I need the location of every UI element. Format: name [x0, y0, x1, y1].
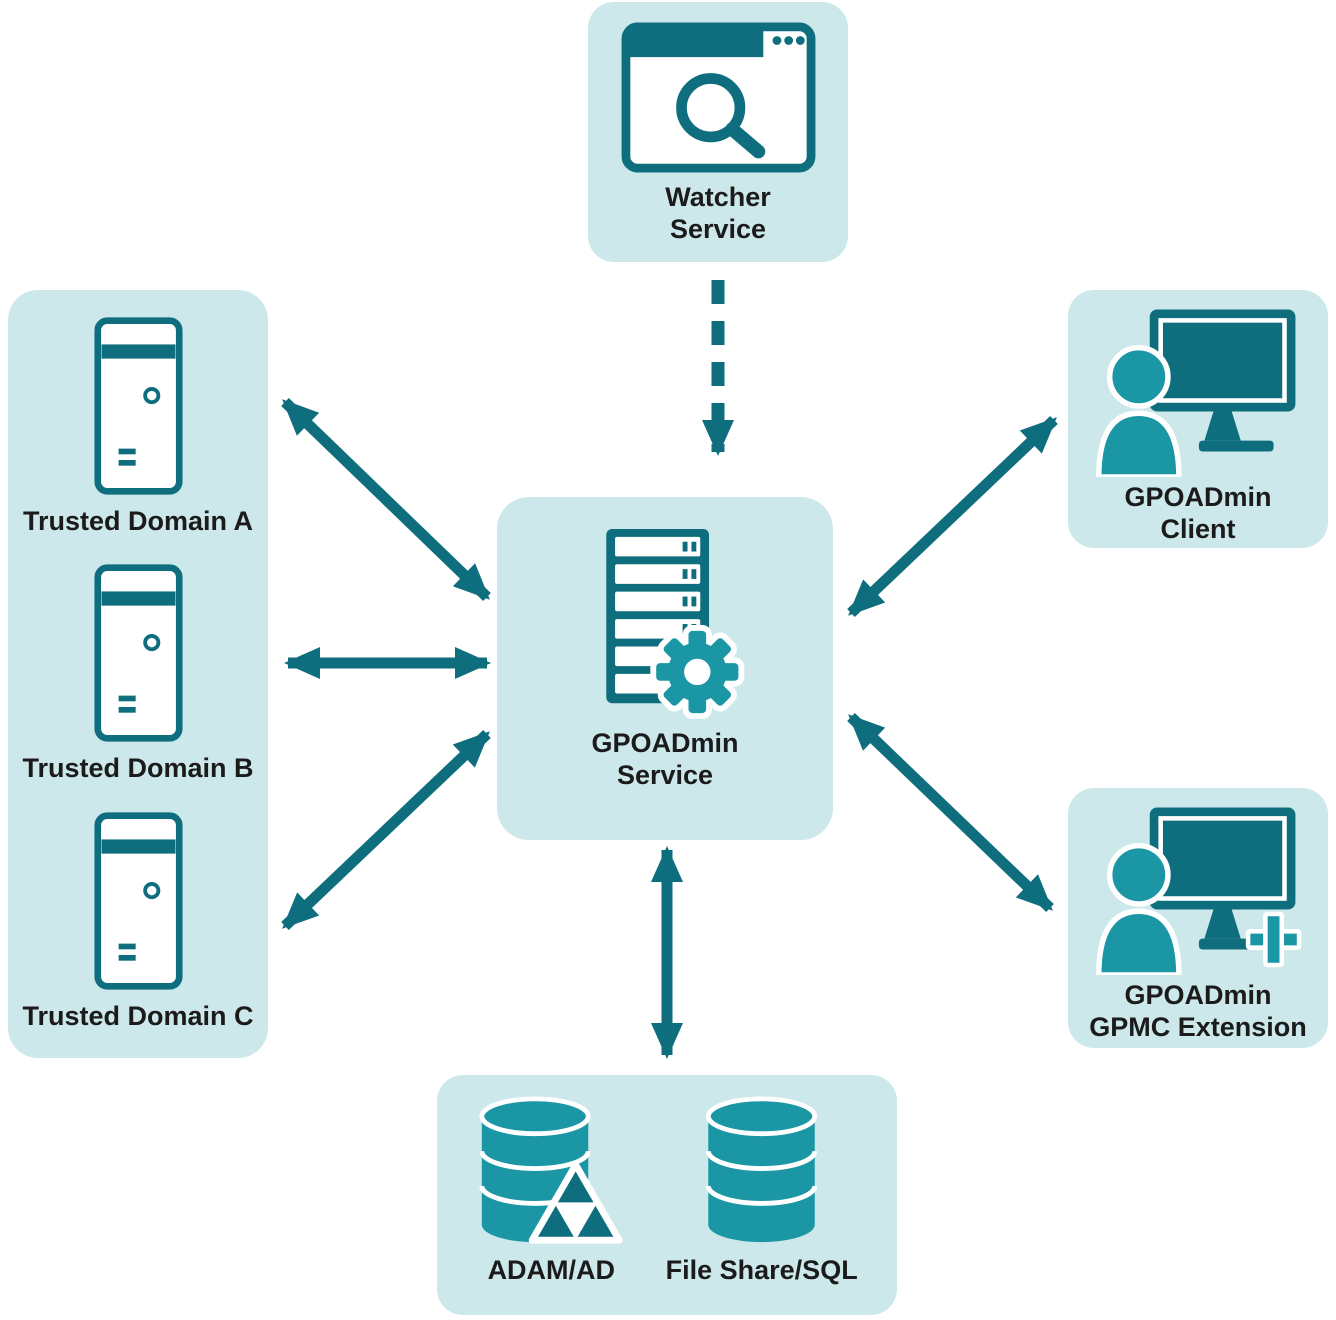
trusted-domain-c-label: Trusted Domain C	[22, 1000, 254, 1031]
watcher-service-label: Watcher Service	[665, 181, 771, 246]
arrow-service-gpmc	[847, 713, 1054, 912]
user-monitor-icon	[1096, 309, 1296, 477]
arrow-service-domain-a	[281, 398, 491, 601]
trusted-domain-a-label: Trusted Domain A	[22, 506, 254, 536]
node-gpoadmin-service: GPOADmin Service	[497, 497, 833, 840]
gpoadmin-service-label: GPOADmin Service	[591, 727, 738, 792]
gpoadmin-client-label: GPOADmin Client	[1124, 481, 1271, 546]
trusted-domain-b-label: Trusted Domain B	[22, 753, 254, 784]
watcher-label-line1: Watcher	[665, 182, 771, 212]
gpmc-label-line1: GPOADmin	[1124, 980, 1272, 1010]
server-rack-gear-icon	[606, 529, 745, 719]
node-gpoadmin-client: GPOADmin Client	[1068, 290, 1328, 548]
adam-ad-label: ADAM/AD	[487, 1255, 616, 1285]
database-triangle-icon	[479, 1096, 623, 1244]
node-gpoadmin-gpmc-extension: GPOADmin GPMC Extension	[1068, 788, 1328, 1048]
browser-search-icon	[621, 22, 815, 173]
gpmc-label-line2: GPMC Extension	[1089, 1012, 1307, 1043]
server-tower-icon	[93, 564, 183, 742]
server-tower-icon	[93, 812, 183, 990]
storage-adam-ad: ADAM/AD	[476, 1093, 626, 1286]
arrow-service-client	[847, 416, 1058, 617]
service-label-line1: GPOADmin	[591, 728, 739, 758]
client-label-line1: GPOADmin	[1124, 482, 1272, 512]
trusted-domain-a: Trusted Domain A	[23, 316, 253, 537]
server-tower-icon	[93, 317, 183, 495]
database-icon	[705, 1096, 817, 1243]
storage-file-share-sql: File Share/SQL	[666, 1093, 858, 1286]
client-label-line2: Client	[1160, 514, 1236, 545]
node-watcher-service: Watcher Service	[588, 2, 848, 262]
panel-trusted-domains: Trusted Domain A Trusted Domain B Truste…	[8, 290, 268, 1058]
watcher-label-line2: Service	[669, 214, 767, 245]
gpoadmin-gpmc-label: GPOADmin GPMC Extension	[1089, 979, 1307, 1044]
trusted-domain-b: Trusted Domain B	[22, 563, 254, 784]
node-storage: ADAM/AD File Share/SQL	[437, 1075, 897, 1315]
user-monitor-plus-icon	[1096, 807, 1302, 975]
file-share-sql-label: File Share/SQL	[665, 1255, 858, 1285]
arrow-service-domain-c	[281, 730, 491, 930]
service-label-line2: Service	[616, 760, 714, 791]
trusted-domain-c: Trusted Domain C	[22, 811, 254, 1032]
